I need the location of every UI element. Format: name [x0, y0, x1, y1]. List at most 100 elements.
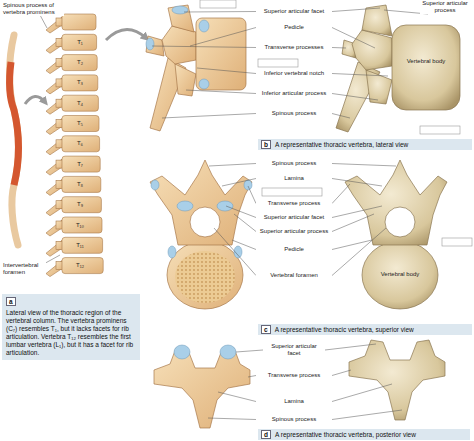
thoracic-column [46, 14, 103, 277]
caption-text: Lateral view of the thoracic region of t… [6, 309, 136, 357]
superior-vertebra-photo [362, 241, 438, 309]
thoracic-column [62, 156, 100, 172]
lateral-vertebra-photo [362, 5, 392, 36]
part-label: Vertebral foramen [256, 272, 332, 279]
leader-line [332, 240, 372, 250]
lateral-vertebra-photo [352, 30, 392, 70]
thoracic-column [62, 176, 101, 192]
part-label: Superior articular facet [263, 343, 325, 357]
articular-facet [168, 246, 176, 258]
vertebra-number: T₄ [62, 100, 98, 107]
zoom-arrow [25, 29, 146, 104]
leader-line [332, 179, 382, 187]
leader-line [248, 376, 256, 378]
part-label: Pedicle [256, 24, 332, 31]
panel-letter: a [6, 297, 16, 306]
leader-line [325, 344, 376, 350]
leader-line [332, 214, 374, 232]
thoracic-column [62, 14, 96, 30]
leader-line [226, 206, 256, 218]
leader-line [332, 28, 375, 49]
blank-label-box [442, 238, 472, 246]
articular-facet [151, 180, 252, 258]
part-label: Spinous process [256, 110, 332, 117]
part-label: Spinous process of vertebra prominens [2, 2, 64, 16]
part-label: Lamina [256, 398, 332, 405]
superior-vertebra-drawing [150, 160, 252, 309]
leader-line [218, 392, 256, 402]
lateral-vertebra-drawing [168, 5, 194, 32]
leader-line [332, 94, 378, 101]
leader-line [214, 228, 256, 276]
thoracic-column [62, 95, 98, 111]
part-label: Inferior articular process [256, 90, 332, 97]
vertebra-number: T₃ [62, 79, 98, 86]
leader-line [236, 350, 263, 352]
leader-line [332, 228, 386, 276]
part-label: Superior articular facet [256, 8, 332, 15]
caption-text: A representative thoracic vertebra, supe… [275, 326, 414, 333]
leader-line [234, 214, 256, 232]
articular-facet [146, 6, 209, 89]
vertebra-number: T₁ [62, 39, 98, 46]
part-label: Spinous process [256, 416, 332, 423]
articular-facet [146, 38, 154, 50]
whole-spine-figure [10, 35, 19, 245]
caption-box: dA representative thoracic vertebra, pos… [258, 429, 470, 440]
leader-line [190, 28, 256, 47]
whole-spine-figure [10, 62, 19, 185]
part-label: Transverse processes [256, 44, 332, 51]
caption-text: A representative thoracic vertebra, late… [275, 141, 408, 148]
caption-text: A representative thoracic vertebra, post… [275, 431, 416, 438]
posterior-vertebra-photo [349, 340, 445, 420]
leader-line [332, 74, 388, 77]
caption-box: c A representative thoracic vertebra, sup… [258, 324, 472, 335]
superior-vertebra-photo [345, 160, 447, 245]
vertebra-number: T₇ [62, 161, 98, 168]
thoracic-column [62, 237, 103, 253]
thoracic-column [62, 217, 102, 233]
articular-facet [174, 345, 190, 359]
articular-facet [177, 201, 193, 211]
leader-line [208, 418, 256, 420]
leader-line [332, 47, 346, 49]
part-label: Superior articular process [420, 0, 470, 14]
blank-label-box [258, 59, 298, 67]
vertebra-number: T₁₀ [62, 222, 98, 229]
vertebra-number: T₅ [62, 120, 98, 127]
vertebra-number: T₉ [62, 201, 98, 208]
leader-line [152, 46, 256, 48]
posterior-vertebra-photo [349, 340, 445, 420]
vertebra-number: T₁₂ [62, 262, 98, 269]
superior-vertebra-drawing [167, 241, 243, 309]
part-label: Inferior vertebral notch [256, 70, 332, 77]
blank-label-box [262, 188, 322, 196]
lateral-vertebra-photo [336, 5, 460, 132]
part-label: Vertebral body [398, 58, 454, 65]
part-label: Superior articular process [256, 228, 332, 235]
part-label: Spinous process [256, 160, 332, 167]
leader-line [332, 164, 396, 167]
articular-facet [244, 180, 252, 190]
superior-vertebra-drawing [175, 251, 235, 303]
leader-line [186, 90, 256, 94]
leader-line [332, 370, 351, 376]
leader-line [332, 184, 350, 204]
part-label: Intervertebral foramen [2, 262, 46, 276]
blank-label-box [420, 126, 460, 134]
leader-line [162, 114, 256, 119]
lateral-vertebra-drawing [196, 18, 246, 90]
panel-letter: c [261, 325, 271, 334]
superior-vertebra-photo [385, 207, 415, 237]
leader-line [40, 15, 47, 28]
superior-vertebra-drawing [190, 207, 220, 237]
part-label: Transverse process [256, 372, 332, 379]
superior-vertebra-drawing [150, 160, 252, 245]
leader-line [197, 68, 256, 74]
posterior-vertebra-drawing [154, 348, 250, 428]
leader-line [332, 114, 350, 119]
thoracic-column [62, 55, 97, 71]
caption-box: bA representative thoracic vertebra, lat… [258, 139, 472, 150]
articular-facet [174, 345, 236, 359]
